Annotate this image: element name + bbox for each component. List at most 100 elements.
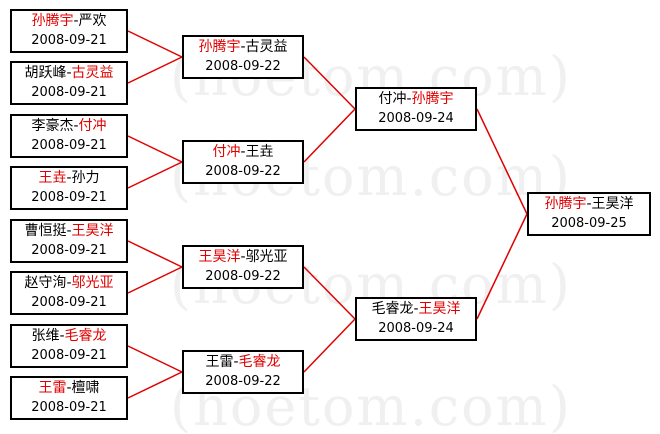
- match-box: 曹恒挺-王昊洋 2008-09-21: [10, 219, 128, 263]
- match-players: 胡跃峰-古灵益: [24, 64, 113, 83]
- match-date: 2008-09-21: [31, 85, 107, 100]
- vs-separator: -: [59, 328, 65, 344]
- connector-line: [127, 371, 183, 399]
- player-name: 檀啸: [71, 380, 100, 396]
- match-players: 孙腾宇-王昊洋: [544, 195, 633, 214]
- player-name: 王垚: [245, 144, 274, 160]
- vs-separator: -: [73, 118, 79, 134]
- match-date: 2008-09-24: [378, 321, 454, 336]
- player-name: 王昊洋: [198, 249, 241, 265]
- match-box: 王昊洋-邬光亚 2008-09-22: [182, 245, 304, 289]
- player-name: 王雷: [205, 354, 234, 370]
- match-players: 张维-毛睿龙: [31, 327, 106, 346]
- match-box: 孙腾宇-王昊洋 2008-09-25: [527, 192, 651, 236]
- match-date: 2008-09-21: [31, 400, 107, 415]
- match-box: 孙腾宇-严欢 2008-09-21: [10, 9, 128, 53]
- connector-line: [127, 135, 183, 163]
- match-players: 孙腾宇-严欢: [31, 12, 106, 31]
- match-players: 孙腾宇-古灵益: [198, 38, 287, 57]
- match-box: 胡跃峰-古灵益 2008-09-21: [10, 61, 128, 105]
- match-box: 张维-毛睿龙 2008-09-21: [10, 324, 128, 368]
- player-name: 邬光亚: [71, 275, 114, 291]
- player-name: 毛睿龙: [238, 354, 281, 370]
- player-name: 王昊洋: [591, 196, 634, 212]
- match-players: 王雷-毛睿龙: [205, 353, 280, 372]
- match-players: 付冲-王垚: [212, 143, 273, 162]
- player-name: 毛睿龙: [371, 301, 414, 317]
- vs-separator: -: [66, 65, 72, 81]
- vs-separator: -: [73, 13, 79, 29]
- player-name: 曹恒挺: [24, 223, 67, 239]
- connector-line: [127, 345, 183, 373]
- vs-separator: -: [240, 144, 246, 160]
- match-players: 曹恒挺-王昊洋: [24, 222, 113, 241]
- match-box: 付冲-王垚 2008-09-22: [182, 140, 304, 184]
- match-players: 李豪杰-付冲: [31, 117, 106, 136]
- connector-line: [476, 213, 528, 320]
- match-box: 孙腾宇-古灵益 2008-09-22: [182, 35, 304, 79]
- match-box: 王垚-孙力 2008-09-21: [10, 166, 128, 210]
- match-date: 2008-09-21: [31, 33, 107, 48]
- player-name: 付冲: [212, 144, 241, 160]
- vs-separator: -: [240, 39, 246, 55]
- match-date: 2008-09-21: [31, 190, 107, 205]
- player-name: 赵守洵: [24, 275, 67, 291]
- player-name: 张维: [31, 328, 60, 344]
- match-date: 2008-09-21: [31, 138, 107, 153]
- match-players: 赵守洵-邬光亚: [24, 274, 113, 293]
- player-name: 严欢: [78, 13, 107, 29]
- player-name: 孙腾宇: [198, 39, 241, 55]
- match-box: 李豪杰-付冲 2008-09-21: [10, 114, 128, 158]
- player-name: 李豪杰: [31, 118, 74, 134]
- player-name: 胡跃峰: [24, 65, 67, 81]
- match-date: 2008-09-22: [205, 59, 281, 74]
- player-name: 付冲: [78, 118, 107, 134]
- vs-separator: -: [66, 223, 72, 239]
- player-name: 古灵益: [245, 39, 288, 55]
- vs-separator: -: [413, 301, 419, 317]
- connector-line: [127, 266, 183, 294]
- connector-line: [303, 266, 356, 320]
- player-name: 毛睿龙: [64, 328, 107, 344]
- player-name: 王垚: [38, 170, 67, 186]
- match-date: 2008-09-21: [31, 348, 107, 363]
- match-date: 2008-09-24: [378, 111, 454, 126]
- player-name: 付冲: [378, 91, 407, 107]
- vs-separator: -: [66, 380, 72, 396]
- connector-line: [127, 161, 183, 189]
- connector-line: [127, 30, 183, 58]
- match-players: 王昊洋-邬光亚: [198, 248, 287, 267]
- vs-separator: -: [233, 354, 239, 370]
- vs-separator: -: [66, 275, 72, 291]
- player-name: 孙力: [71, 170, 100, 186]
- vs-separator: -: [240, 249, 246, 265]
- match-date: 2008-09-22: [205, 164, 281, 179]
- match-box: 毛睿龙-王昊洋 2008-09-24: [355, 297, 477, 341]
- player-name: 古灵益: [71, 65, 114, 81]
- vs-separator: -: [66, 170, 72, 186]
- player-name: 王雷: [38, 380, 67, 396]
- match-box: 赵守洵-邬光亚 2008-09-21: [10, 271, 128, 315]
- match-box: 付冲-孙腾宇 2008-09-24: [355, 87, 477, 131]
- match-players: 毛睿龙-王昊洋: [371, 300, 460, 319]
- match-players: 王雷-檀啸: [38, 379, 99, 398]
- connector-line: [303, 56, 356, 110]
- connector-line: [127, 240, 183, 268]
- connector-line: [476, 108, 528, 215]
- match-date: 2008-09-22: [205, 269, 281, 284]
- match-date: 2008-09-21: [31, 295, 107, 310]
- match-date: 2008-09-25: [551, 216, 627, 231]
- player-name: 王昊洋: [418, 301, 461, 317]
- player-name: 王昊洋: [71, 223, 114, 239]
- connector-line: [303, 318, 356, 373]
- match-date: 2008-09-22: [205, 374, 281, 389]
- player-name: 孙腾宇: [544, 196, 587, 212]
- connector-line: [303, 108, 356, 163]
- vs-separator: -: [586, 196, 592, 212]
- match-players: 王垚-孙力: [38, 169, 99, 188]
- match-box: 王雷-檀啸 2008-09-21: [10, 376, 128, 420]
- match-box: 王雷-毛睿龙 2008-09-22: [182, 350, 304, 394]
- match-players: 付冲-孙腾宇: [378, 90, 453, 109]
- player-name: 孙腾宇: [411, 91, 454, 107]
